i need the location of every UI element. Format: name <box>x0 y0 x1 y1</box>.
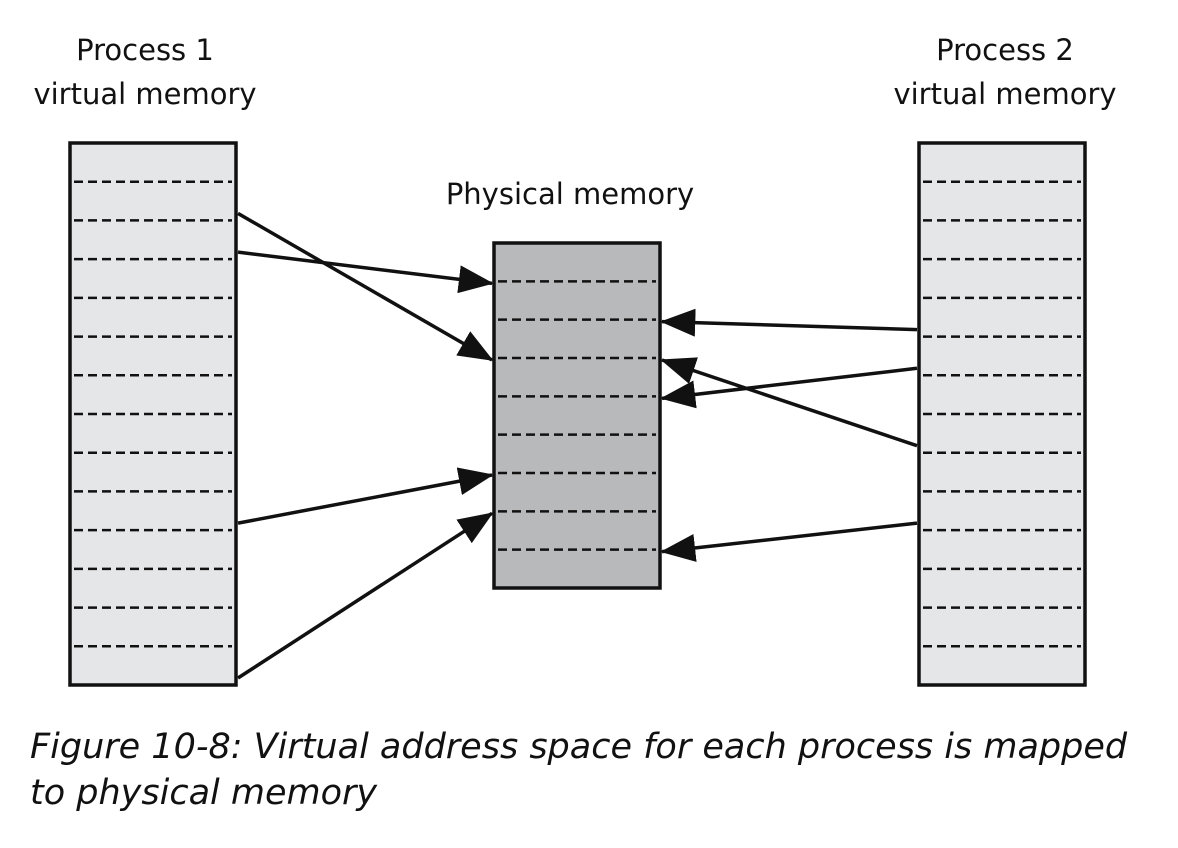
mapping-arrow-2 <box>237 250 494 294</box>
mapping-arrow-6 <box>660 366 918 409</box>
physical-memory-heading: Physical memory <box>445 177 695 211</box>
process2-title-line1: Process 2 <box>936 33 1074 67</box>
process1-memory-block <box>68 141 238 687</box>
physical-memory-block <box>492 241 662 590</box>
mapping-arrow-3 <box>237 467 494 525</box>
caption-line2: to physical memory <box>30 773 378 813</box>
mapping-arrow-5 <box>660 308 918 337</box>
mapping-arrows <box>237 211 918 680</box>
process1-title-line1: Process 1 <box>76 33 214 67</box>
process2-heading: Process 2 virtual memory <box>870 28 1140 116</box>
mapping-arrow-7 <box>660 357 918 448</box>
mapping-arrow-8 <box>660 521 918 562</box>
process2-memory-block <box>917 141 1087 687</box>
mapping-arrow-4 <box>237 511 494 680</box>
memory-blocks <box>68 141 1087 687</box>
physical-memory-frame <box>492 241 662 590</box>
process1-title-line2: virtual memory <box>33 77 257 111</box>
caption-line1: Figure 10-8: Virtual address space for e… <box>30 727 1128 767</box>
process2-title-line2: virtual memory <box>893 77 1117 111</box>
process1-heading: Process 1 virtual memory <box>20 28 270 116</box>
mapping-arrow-1 <box>237 211 494 362</box>
figure-caption: Figure 10-8: Virtual address space for e… <box>30 724 1160 816</box>
